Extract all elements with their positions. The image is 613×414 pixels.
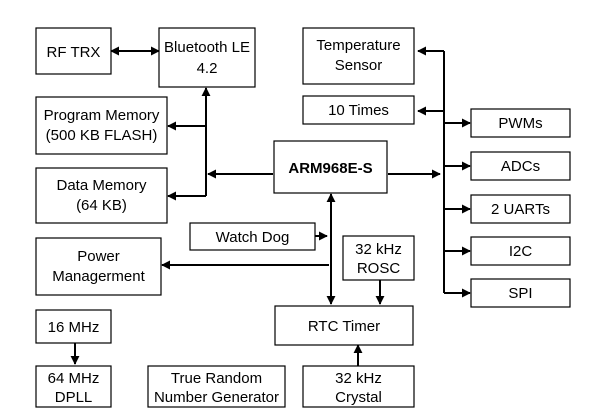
osc-16mhz-block: 16 MHz [35, 309, 112, 344]
rosc-label-line2: ROSC [357, 260, 401, 277]
watchdog-label: Watch Dog [216, 229, 290, 246]
temperature-sensor-label-line2: Sensor [335, 57, 383, 74]
program-memory-label-line2: (500 KB FLASH) [46, 127, 158, 144]
dpll-64mhz-label-line1: 64 MHz [48, 370, 100, 387]
data-memory-label-line2: (64 KB) [76, 197, 127, 214]
data-memory-label-line1: Data Memory [56, 177, 147, 194]
trng-label-line2: Number Generator [154, 389, 279, 406]
watchdog-block: Watch Dog [189, 222, 316, 251]
ten-times-block: 10 Times [302, 95, 415, 125]
power-management-label-line2: Managerment [52, 268, 145, 285]
uarts-label: 2 UARTs [491, 201, 550, 218]
rtc-timer-label: RTC Timer [308, 318, 380, 335]
program-memory-block: Program Memory (500 KB FLASH) [35, 96, 168, 155]
pwms-block: PWMs [470, 108, 571, 138]
arm968-block: ARM968E-S [273, 140, 388, 194]
crystal-32khz-block: 32 kHz Crystal [302, 365, 415, 408]
osc-16mhz-label: 16 MHz [48, 319, 100, 336]
spi-label: SPI [508, 285, 532, 302]
i2c-label: I2C [509, 243, 533, 260]
data-memory-block: Data Memory (64 KB) [35, 167, 168, 224]
rf-trx-label: RF TRX [47, 44, 101, 61]
connections [70, 46, 471, 366]
bluetooth-le-label-line2: 4.2 [197, 60, 218, 77]
rosc-label-line1: 32 kHz [355, 241, 402, 258]
rtc-timer-block: RTC Timer [274, 305, 414, 346]
rosc-block: 32 kHz ROSC [342, 235, 415, 281]
trng-label-line1: True Random [171, 370, 262, 387]
i2c-block: I2C [470, 236, 571, 266]
trng-block: True Random Number Generator [147, 365, 286, 408]
rf-trx-block: RF TRX [35, 27, 112, 75]
bluetooth-le-block: Bluetooth LE 4.2 [158, 27, 256, 88]
crystal-32khz-label-line2: Crystal [335, 389, 382, 406]
arm968-label: ARM968E-S [288, 160, 372, 177]
dpll-64mhz-block: 64 MHz DPLL [35, 365, 112, 408]
power-management-block: Power Managerment [35, 237, 162, 296]
crystal-32khz-label-line1: 32 kHz [335, 370, 382, 387]
pwms-label: PWMs [498, 115, 542, 132]
adcs-label: ADCs [501, 158, 540, 175]
temperature-sensor-block: Temperature Sensor [302, 27, 415, 85]
ten-times-label: 10 Times [328, 102, 389, 119]
program-memory-label-line1: Program Memory [44, 107, 160, 124]
spi-block: SPI [470, 278, 571, 308]
temperature-sensor-label-line1: Temperature [316, 37, 400, 54]
power-management-label-line1: Power [77, 248, 120, 265]
uarts-block: 2 UARTs [470, 194, 571, 224]
adcs-block: ADCs [470, 151, 571, 181]
bluetooth-le-label-line1: Bluetooth LE [164, 39, 250, 56]
dpll-64mhz-label-line2: DPLL [55, 389, 93, 406]
